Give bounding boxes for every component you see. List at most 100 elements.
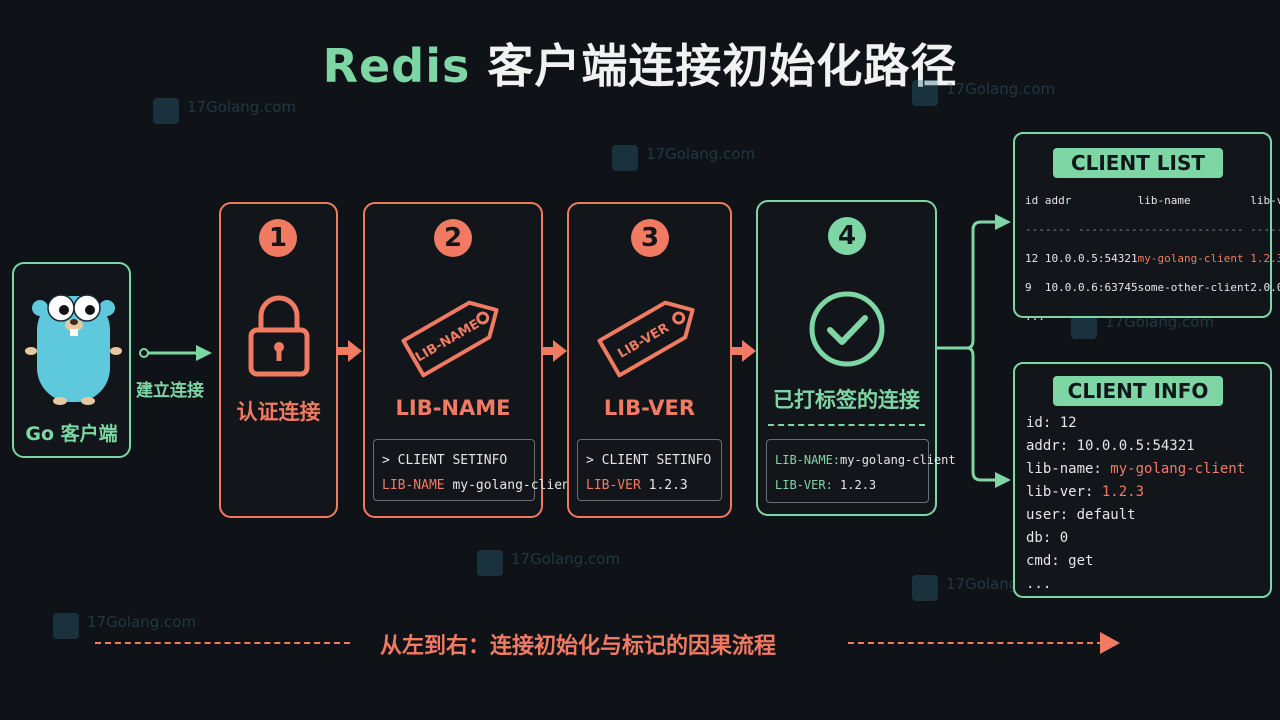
watermark: 17Golang.com — [153, 98, 296, 124]
info-ellipsis: ... — [1026, 576, 1052, 592]
go-client-label: Go 客户端 — [25, 423, 118, 445]
separator-cell: --- — [1025, 223, 1045, 236]
step-1-label: 认证连接 — [236, 400, 321, 424]
watermark: 17Golang.com — [612, 145, 755, 171]
step-1-number: 1 — [259, 219, 297, 257]
info-line: lib-ver: 1.2.3 — [1026, 481, 1245, 504]
table-cell: 10.0.0.5:54321 — [1044, 252, 1138, 265]
watermark-text: 17Golang.com — [187, 98, 297, 116]
footer-text: 从左到右：连接初始化与标记的因果流程 — [380, 634, 777, 659]
code-value: my-golang-client — [452, 478, 578, 493]
info-line: id: 12 — [1026, 412, 1245, 435]
table-cell: 1.2.3 — [1250, 252, 1280, 265]
table-header: id addr lib-name lib-ver — [1025, 186, 1280, 215]
watermark-logo-icon — [53, 613, 79, 639]
info-key: cmd: — [1026, 553, 1060, 569]
separator-cell: ------- — [1250, 223, 1280, 236]
client-list-table: id addr lib-name lib-ver --- ---- ------… — [1025, 186, 1280, 331]
info-value: 12 — [1059, 415, 1077, 431]
table-cell: 2.0.0 — [1250, 281, 1280, 294]
table-row: ... — [1025, 302, 1280, 331]
table-header-cell: addr — [1044, 194, 1072, 207]
code-value: my-golang-client — [840, 453, 956, 467]
divider — [768, 424, 925, 426]
info-value: 1.2.3 — [1101, 484, 1145, 500]
table-row: 12 10.0.0.5:54321 my-golang-client 1.2.3 — [1025, 244, 1280, 273]
step-4-card: 4 已打标签的连接 LIB-NAME:my-golang-client LIB-… — [756, 200, 956, 516]
table-separator: --- ---- --------- ---------------- ----… — [1025, 215, 1280, 244]
step-2-label: LIB-NAME — [395, 396, 511, 420]
code-key: LIB-VER: — [775, 478, 833, 492]
code-key: LIB-VER — [586, 478, 641, 493]
info-key: db: — [1026, 530, 1052, 546]
flow-arrow — [732, 340, 756, 362]
table-header-cell: lib-ver — [1250, 194, 1280, 207]
info-line: addr: 10.0.0.5:54321 — [1026, 435, 1245, 458]
info-value: my-golang-client — [1110, 461, 1246, 477]
client-info-panel: CLIENT INFO id: 12 addr: 10.0.0.5:54321 … — [1013, 362, 1272, 598]
info-value: 10.0.0.5:54321 — [1076, 438, 1195, 454]
tag-text: LIB-NAME — [413, 317, 482, 366]
tag-icon: LIB-NAME — [401, 300, 499, 378]
step-4-number: 4 — [828, 217, 866, 255]
info-line: db: 0 — [1026, 527, 1245, 550]
watermark-text: 17Golang.com — [946, 80, 1056, 98]
step-3-card: 3 LIB-VER LIB-VER > CLIENT SETINFO LIB-V… — [567, 202, 732, 518]
tag-icon: LIB-VER — [597, 300, 695, 378]
code-key: LIB-NAME: — [775, 453, 841, 467]
gopher-icon — [25, 294, 122, 405]
watermark-logo-icon — [153, 98, 179, 124]
watermark-logo-icon — [612, 145, 638, 171]
title-accent: Redis — [322, 39, 471, 93]
page-title: Redis 客户端连接初始化路径 — [0, 30, 1280, 96]
step-4-code: LIB-NAME:my-golang-client LIB-VER: 1.2.3 — [766, 439, 956, 503]
info-value: default — [1076, 507, 1136, 523]
flow-arrow — [338, 340, 362, 362]
watermark-logo-icon — [477, 550, 503, 576]
step-3-number: 3 — [631, 219, 669, 257]
footer-dash-right — [848, 642, 1103, 644]
footer-arrow-icon — [1100, 632, 1120, 654]
check-circle-icon — [809, 291, 885, 367]
table-ellipsis: ... — [1025, 310, 1045, 323]
watermark: 17Golang.com — [53, 613, 196, 639]
code-value: 1.2.3 — [840, 478, 877, 492]
table-cell: 12 — [1025, 252, 1039, 265]
watermark-logo-icon — [912, 80, 938, 106]
client-list-title: CLIENT LIST — [1053, 148, 1223, 178]
client-list-panel: CLIENT LIST id addr lib-name lib-ver ---… — [1013, 132, 1280, 323]
client-info-list: id: 12 addr: 10.0.0.5:54321 lib-name: my… — [1026, 412, 1245, 596]
info-key: lib-name: — [1026, 461, 1102, 477]
step-1-card: 1 认证连接 — [219, 202, 338, 518]
table-header-cell: id — [1025, 194, 1039, 207]
connect-label: 建立连接 — [136, 381, 204, 401]
lock-icon — [248, 295, 310, 377]
watermark-text: 17Golang.com — [646, 145, 756, 163]
info-key: user: — [1026, 507, 1069, 523]
step-2-number: 2 — [434, 219, 472, 257]
code-command: > CLIENT SETINFO — [382, 453, 508, 468]
step-3-label: LIB-VER — [603, 396, 696, 420]
flow-arrow — [543, 340, 567, 362]
branch-arrows — [937, 214, 1011, 488]
footer-dash-left — [95, 642, 350, 644]
code-value: 1.2.3 — [648, 478, 688, 493]
info-value: 0 — [1059, 530, 1069, 546]
table-cell: 9 — [1025, 281, 1032, 294]
info-line: lib-name: my-golang-client — [1026, 458, 1245, 481]
step-4-label: 已打标签的连接 — [773, 388, 920, 412]
separator-cell: ---- — [1044, 223, 1072, 236]
code-key: LIB-NAME — [382, 478, 445, 493]
table-cell: 10.0.0.6:63745 — [1044, 281, 1138, 294]
go-client-card: Go 客户端 — [12, 262, 131, 458]
info-key: addr: — [1026, 438, 1069, 454]
client-info-title: CLIENT INFO — [1053, 376, 1223, 406]
title-rest: 客户端连接初始化路径 — [487, 39, 958, 93]
watermark-text: 17Golang.com — [87, 613, 197, 631]
table-cell: some-other-client — [1137, 281, 1251, 294]
watermark: 17Golang.com — [477, 550, 620, 576]
info-value: get — [1068, 553, 1094, 569]
info-key: lib-ver: — [1026, 484, 1094, 500]
watermark: 17Golang.com — [912, 80, 1055, 106]
connect-arrow — [139, 345, 212, 361]
